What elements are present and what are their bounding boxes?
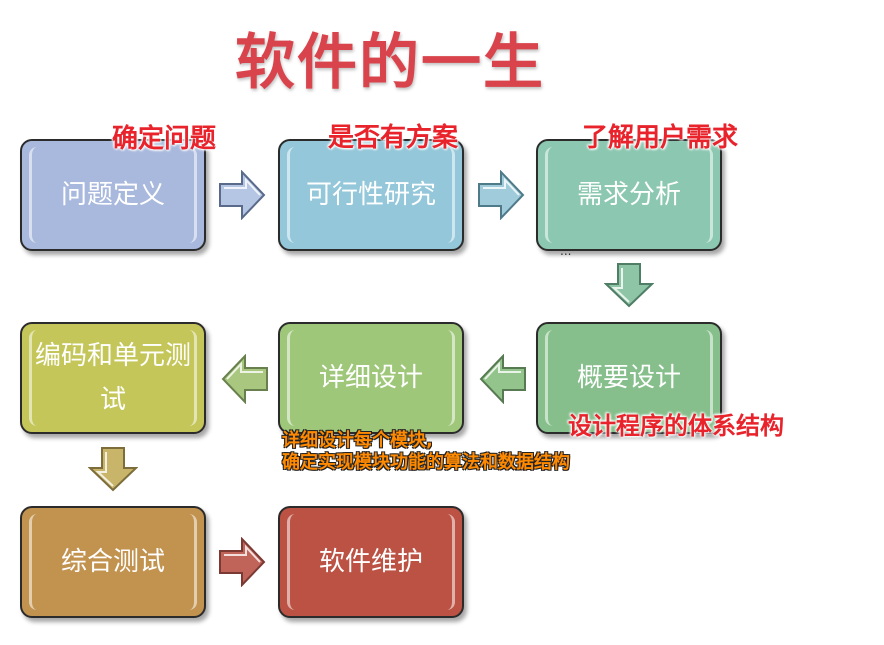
note-detailed-design: 详细设计每个模块, 确定实现模块功能的算法和数据结构 [282, 430, 570, 474]
stage-label: 详细设计 [318, 363, 423, 393]
arrow-down-icon [604, 263, 654, 308]
stage-coding-unit-test: 编码和单元测试 [20, 322, 206, 434]
stage-maintenance: 软件维护 [278, 506, 464, 618]
note-architecture: 设计程序的体系结构 [568, 412, 784, 440]
note-problem: 确定问题 [112, 124, 217, 154]
stage-label: 需求分析 [576, 180, 681, 210]
stage-label: 综合测试 [60, 547, 165, 577]
stage-detailed-design: 详细设计 [278, 322, 464, 434]
note-requirements: 了解用户需求 [582, 123, 739, 153]
stage-label: 问题定义 [60, 180, 165, 210]
arrow-down-icon [88, 447, 138, 492]
arrow-left-icon [221, 354, 268, 404]
stage-integration-test: 综合测试 [20, 506, 206, 618]
arrow-right-icon [478, 170, 525, 220]
ellipsis-mark: ... [560, 244, 572, 258]
stage-label: 可行性研究 [305, 180, 436, 210]
stage-high-level-design: 概要设计 [536, 322, 722, 434]
arrow-right-icon [219, 537, 266, 587]
arrow-right-icon [219, 170, 266, 220]
stage-problem-definition: 问题定义 [20, 139, 206, 251]
arrow-left-icon [479, 354, 526, 404]
stage-label: 编码和单元测试 [34, 341, 191, 415]
diagram-title: 软件的一生 [235, 28, 545, 98]
stage-feasibility-study: 可行性研究 [278, 139, 464, 251]
note-feasibility: 是否有方案 [328, 123, 459, 153]
note-detail-line2: 确定实现模块功能的算法和数据结构 [282, 452, 570, 473]
stage-requirements-analysis: 需求分析 [536, 139, 722, 251]
stage-label: 软件维护 [318, 547, 423, 577]
stage-label: 概要设计 [576, 363, 681, 393]
note-detail-line1: 详细设计每个模块, [282, 430, 433, 451]
